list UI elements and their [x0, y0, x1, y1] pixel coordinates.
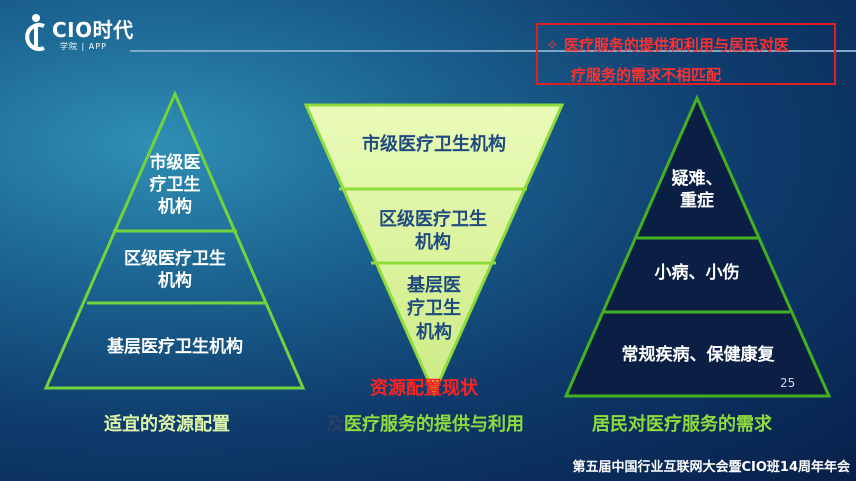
left-tier-1-line: 疗卫生 — [149, 175, 201, 196]
left-tier-1-line: 机构 — [158, 197, 192, 218]
left-caption: 适宜的资源配置 — [104, 414, 230, 435]
left-tier-3: 基层医疗卫生机构 — [107, 337, 243, 357]
middle-tier-3-line: 疗卫生 — [407, 298, 461, 320]
right-pyramid-shape — [563, 94, 832, 398]
middle-pyramid-shape — [303, 103, 565, 397]
middle-tier-2: 区级医疗卫生 机构 — [355, 208, 511, 255]
middle-caption-connector: 及 — [326, 414, 344, 435]
left-tier-1: 市级医 疗卫生 机构 — [125, 152, 225, 218]
middle-tier-3-line: 机构 — [416, 321, 452, 343]
left-tier-2-line: 区级医疗卫生 — [124, 249, 226, 269]
right-tier-1-line: 重症 — [680, 191, 714, 212]
note-text-1: 医疗服务的提供和利用与居民对医 — [563, 36, 789, 54]
right-tier-1-line: 疑难、 — [671, 169, 723, 189]
left-tier-2-line: 机构 — [158, 271, 192, 292]
cio-logo-icon — [25, 14, 45, 51]
middle-tier-2-line: 机构 — [415, 232, 451, 254]
logo-brand: CIO时代 — [52, 18, 134, 42]
right-caption: 居民对医疗服务的需求 — [592, 414, 772, 435]
left-tier-1-line: 市级医 — [149, 153, 201, 173]
note-box — [536, 23, 836, 85]
right-tier-3: 常规疾病、保健康复 — [621, 345, 775, 365]
middle-tier-1: 市级医疗卫生机构 — [362, 134, 506, 155]
right-tier-2: 小病、小伤 — [654, 263, 740, 283]
left-pyramid-outline — [43, 90, 306, 390]
note-line-2: 疗服务的需求不相匹配 — [571, 66, 722, 84]
diamond-bullet-icon: ✧ — [546, 36, 559, 54]
footer-text: 第五届中国行业互联网大会暨CIO班14周年年会 — [572, 460, 850, 475]
logo-subtitle: 学院 | APP — [60, 42, 107, 51]
right-tier-1: 疑难、 重症 — [647, 168, 747, 212]
page-number: 25 — [780, 376, 796, 390]
middle-caption-green: 医疗服务的提供与利用 — [344, 414, 524, 435]
left-tier-2: 区级医疗卫生 机构 — [100, 248, 250, 292]
header-divider — [130, 50, 856, 52]
middle-caption-bottom: 及医疗服务的提供与利用 — [326, 410, 524, 436]
middle-tier-3-line: 基层医 — [407, 275, 461, 296]
middle-caption-red: 资源配置现状 — [370, 378, 478, 399]
note-line-1: ✧ 医疗服务的提供和利用与居民对医 — [546, 34, 789, 55]
middle-tier-3: 基层医 疗卫生 机构 — [387, 274, 481, 344]
middle-tier-2-line: 区级医疗卫生 — [379, 209, 487, 230]
